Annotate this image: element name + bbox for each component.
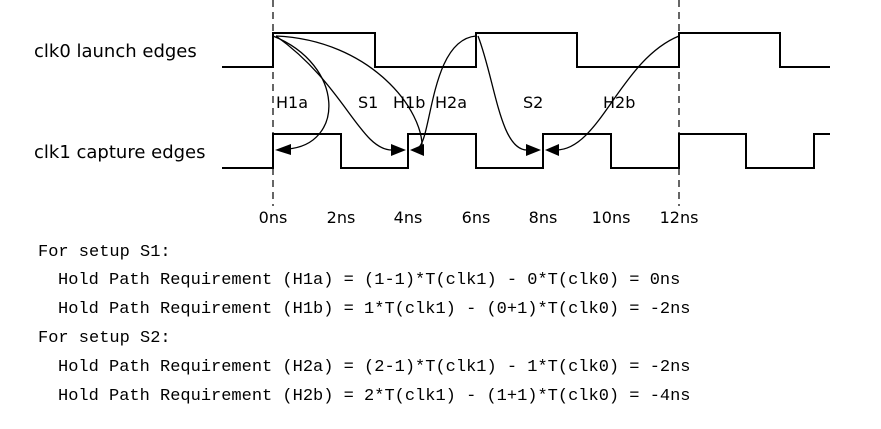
setup-s1-heading: For setup S1: (38, 243, 171, 262)
arrowhead-s2 (526, 144, 541, 156)
arrowhead-h1b (410, 144, 424, 156)
equation-h2b: Hold Path Requirement (H2b) = 2*T(clk1) … (58, 387, 691, 406)
equation-h1b: Hold Path Requirement (H1b) = 1*T(clk1) … (58, 300, 691, 319)
label-h1a: H1a (276, 93, 308, 112)
path-arc-h2a (417, 35, 477, 149)
path-arc-h2b (555, 35, 680, 151)
path-arc-h1a (272, 35, 330, 150)
clk0-waveform (222, 32, 830, 68)
tick-8ns: 8ns (529, 208, 558, 227)
equation-h2a: Hold Path Requirement (H2a) = (2-1)*T(cl… (58, 358, 691, 377)
tick-10ns: 10ns (592, 208, 631, 227)
clk1-waveform (222, 133, 830, 169)
label-h2b: H2b (603, 93, 635, 112)
equation-h1a: Hold Path Requirement (H1a) = (1-1)*T(cl… (58, 271, 680, 290)
tick-0ns: 0ns (259, 208, 288, 227)
tick-2ns: 2ns (327, 208, 356, 227)
path-arc-h1b (275, 35, 423, 151)
path-arc-s2 (477, 35, 528, 151)
arrowhead-h1a (275, 144, 291, 155)
label-s2: S2 (523, 93, 543, 112)
setup-s2-heading: For setup S2: (38, 329, 171, 348)
clk1-label: clk1 capture edges (34, 142, 206, 163)
tick-4ns: 4ns (394, 208, 423, 227)
arrowhead-h2b (545, 144, 559, 156)
arrowhead-s1 (391, 144, 406, 156)
tick-6ns: 6ns (462, 208, 491, 227)
clk0-label: clk0 launch edges (34, 41, 197, 62)
tick-12ns: 12ns (660, 208, 699, 227)
label-h2a: H2a (435, 93, 467, 112)
label-s1: S1 (358, 93, 378, 112)
path-arc-s1 (275, 35, 393, 151)
label-h1b: H1b (393, 93, 425, 112)
